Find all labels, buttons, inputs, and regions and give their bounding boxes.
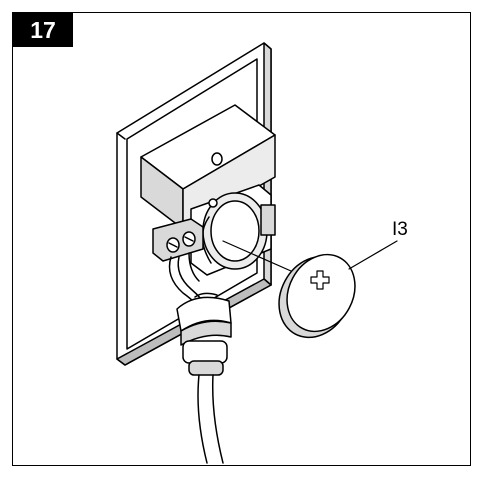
battery-replacement-illustration — [116, 42, 398, 464]
figure-frame: 17 — [12, 12, 471, 466]
battery-compartment — [190, 184, 276, 276]
coin-battery — [278, 253, 356, 339]
callout-label: I3 — [392, 219, 408, 240]
step-number-badge: 17 — [13, 13, 73, 47]
callout-leader-line — [348, 240, 398, 270]
plus-symbol-icon — [310, 270, 330, 290]
terminal-block — [152, 218, 204, 262]
cable — [197, 374, 224, 464]
step-number: 17 — [30, 16, 56, 43]
cable-gland — [176, 292, 232, 376]
insertion-guide-line — [222, 240, 292, 272]
